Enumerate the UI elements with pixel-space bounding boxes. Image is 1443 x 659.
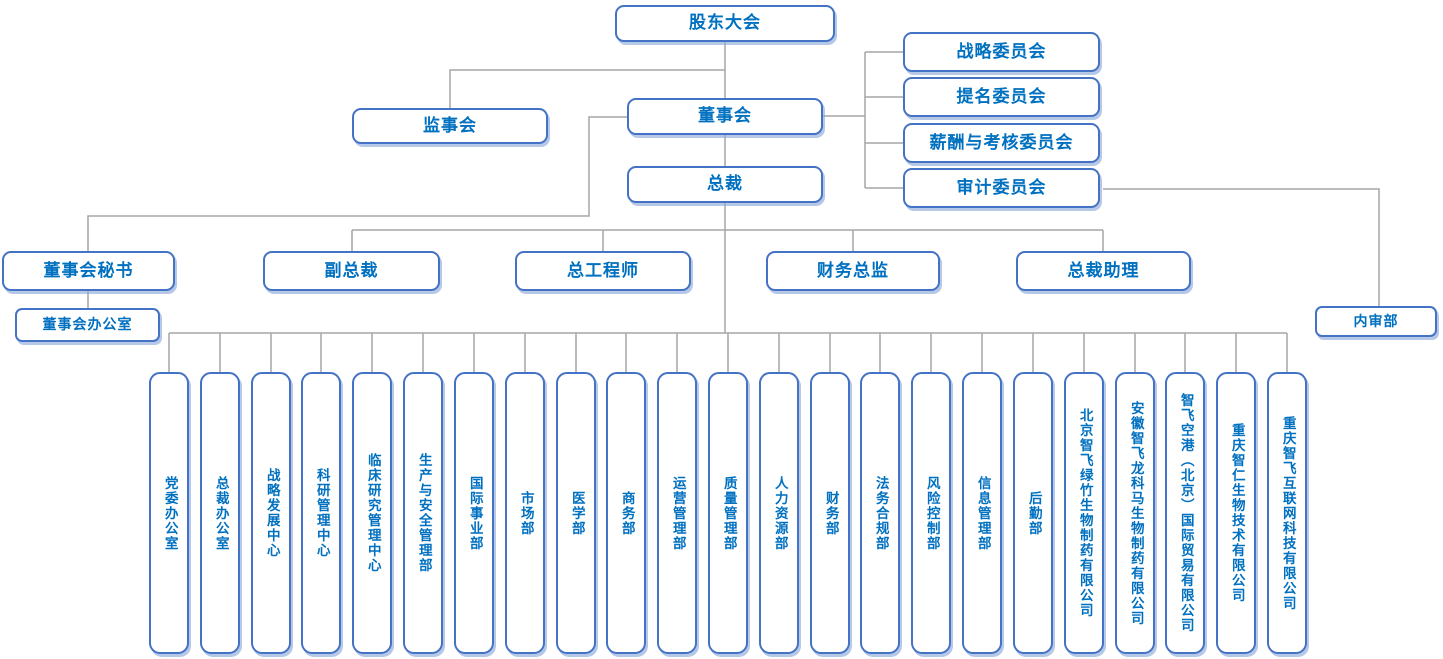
node-board-office: 董事会办公室 [15,308,160,342]
node-board-of-directors: 董事会 [627,98,823,135]
node-department: 后勤部 [1013,372,1053,654]
node-department: 科研管理中心 [301,372,341,654]
node-department: 风险控制部 [911,372,951,654]
node-internal-audit: 内审部 [1315,306,1437,337]
node-president-assistant: 总裁助理 [1016,251,1191,291]
node-department: 运营管理部 [657,372,697,654]
connector-segment [1103,188,1380,306]
node-department: 信息管理部 [962,372,1002,654]
node-president: 总裁 [627,166,823,203]
node-chief-engineer: 总工程师 [515,251,691,291]
node-remuneration-assessment-committee: 薪酬与考核委员会 [903,123,1100,163]
node-department: 商务部 [606,372,646,654]
node-department: 医学部 [556,372,596,654]
node-vice-president: 副总裁 [263,251,440,291]
node-department: 安徽智飞龙科马生物制药有限公司 [1115,372,1155,654]
node-department: 临床研究管理中心 [352,372,392,654]
node-department: 人力资源部 [759,372,799,654]
node-department: 国际事业部 [454,372,494,654]
node-department: 北京智飞绿竹生物制药有限公司 [1064,372,1104,654]
connector-segment [449,69,725,108]
node-finance-director: 财务总监 [766,251,940,291]
node-department: 财务部 [810,372,850,654]
node-department: 质量管理部 [708,372,748,654]
node-department: 法务合规部 [860,372,900,654]
node-department: 总裁办公室 [200,372,240,654]
connector-segment [87,116,627,251]
node-department: 党委办公室 [149,372,189,654]
node-supervisory-board: 监事会 [352,108,548,144]
node-department: 战略发展中心 [251,372,291,654]
node-nomination-committee: 提名委员会 [903,77,1100,117]
node-department: 重庆智仁生物技术有限公司 [1216,372,1256,654]
node-department: 市场部 [505,372,545,654]
node-department: 生产与安全管理部 [403,372,443,654]
node-department: 重庆智飞互联网科技有限公司 [1267,372,1307,654]
node-audit-committee: 审计委员会 [903,168,1100,208]
node-department: 智飞空港（北京）国际贸易有限公司 [1165,372,1205,654]
node-strategy-committee: 战略委员会 [903,32,1100,72]
node-shareholders-meeting: 股东大会 [615,5,835,42]
node-board-secretary: 董事会秘书 [2,251,175,291]
